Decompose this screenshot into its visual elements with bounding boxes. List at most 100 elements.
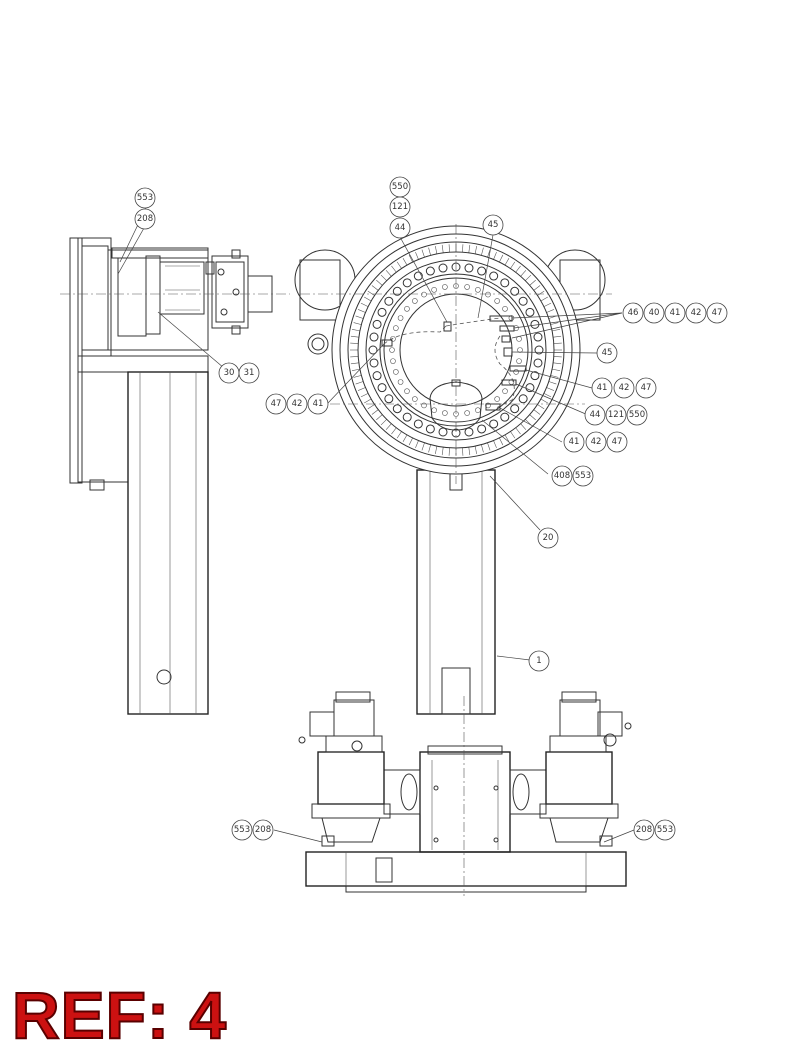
bolt-hole — [525, 307, 535, 317]
bolt-hole — [489, 271, 499, 281]
gear-tooth — [376, 414, 383, 421]
bolt-hole — [397, 379, 404, 385]
bolt-hole — [377, 307, 387, 317]
gear-tooth — [481, 444, 484, 453]
svg-text:42: 42 — [619, 383, 630, 393]
gear-tooth — [435, 446, 438, 455]
callout-31: 31 — [238, 362, 260, 384]
gear-tooth — [550, 375, 559, 378]
svg-text:31: 31 — [244, 368, 255, 378]
gear-tooth — [529, 414, 536, 421]
gear-tooth — [510, 431, 516, 439]
bolt-hole — [510, 286, 520, 296]
bolt-hole — [477, 266, 487, 276]
gear-tooth — [350, 362, 359, 365]
callout-553-bottom-left: 553 — [231, 819, 253, 841]
svg-text:121: 121 — [608, 410, 624, 420]
bolt-hole — [438, 263, 448, 273]
gear-tooth — [396, 261, 402, 269]
gear-tooth — [441, 447, 444, 456]
svg-text:41: 41 — [313, 399, 324, 409]
gear-tooth — [421, 442, 425, 451]
bolt-hole — [421, 291, 427, 298]
bolt-hole — [369, 332, 379, 342]
svg-text:550: 550 — [629, 410, 645, 420]
bolt-hole — [372, 371, 382, 381]
gear-tooth — [515, 265, 521, 273]
side-view — [60, 207, 290, 715]
gear-tooth — [415, 440, 419, 449]
bolt-hole — [510, 404, 520, 414]
gear-tooth — [350, 342, 359, 344]
bolt-hole — [404, 306, 410, 312]
bottom-view — [273, 691, 635, 896]
gear-tooth — [499, 437, 504, 446]
callout-47-b: 47 — [635, 377, 657, 399]
gear-tooth — [428, 247, 431, 256]
bolt-hole — [464, 410, 470, 416]
gear-tooth — [367, 404, 375, 410]
callout-42-left: 42 — [286, 393, 308, 415]
callout-47-left: 47 — [265, 393, 287, 415]
svg-text:553: 553 — [234, 825, 250, 835]
callout-40: 40 — [643, 302, 665, 324]
bolt-hole — [464, 284, 470, 290]
bolt-hole — [413, 271, 423, 281]
bolt-hole — [518, 296, 528, 306]
gear-tooth — [351, 368, 360, 371]
callout-46: 46 — [622, 302, 644, 324]
gear-tooth — [371, 409, 379, 415]
bolt-hole — [412, 298, 418, 304]
gear-tooth — [499, 254, 504, 263]
svg-text:553: 553 — [657, 825, 673, 835]
gear-tooth — [360, 302, 369, 307]
callout-41-a: 41 — [664, 302, 686, 324]
bolt-hole — [425, 266, 435, 276]
gear-tooth — [391, 265, 397, 273]
gear-tooth — [462, 244, 464, 253]
bolt-hole — [533, 332, 543, 342]
bolt-hole — [477, 424, 487, 434]
gear-tooth — [448, 447, 450, 456]
callout-20: 20 — [537, 527, 559, 549]
gear-tooth — [548, 381, 557, 385]
gear-tooth — [448, 244, 450, 253]
callout-47-a: 47 — [706, 302, 728, 324]
callout-44-right: 44 — [584, 404, 606, 426]
bolt-hole — [442, 284, 448, 290]
gear-tooth — [474, 245, 477, 254]
bolt-hole — [516, 358, 522, 364]
bolt-hole — [393, 325, 399, 331]
gear-tooth — [474, 446, 477, 455]
callout-45-right: 45 — [596, 342, 618, 364]
bolt-hole — [390, 358, 396, 364]
gear-tooth — [537, 404, 545, 410]
svg-text:1: 1 — [536, 656, 541, 666]
gear-tooth — [540, 296, 548, 302]
callout-42-a: 42 — [685, 302, 707, 324]
svg-text:20: 20 — [543, 533, 554, 543]
gear-tooth — [510, 261, 516, 269]
bolt-hole — [502, 388, 508, 394]
gear-tooth — [408, 254, 413, 263]
bolt-hole — [485, 291, 491, 298]
svg-text:40: 40 — [649, 308, 660, 318]
bolt-hole — [412, 396, 418, 402]
gear-tooth — [380, 274, 387, 281]
callout-121-top: 121 — [389, 196, 411, 218]
callout-208-bottom-right: 208 — [633, 819, 655, 841]
gear-tooth — [504, 434, 510, 442]
gear-tooth — [550, 322, 559, 325]
bolt-hole — [369, 358, 379, 368]
svg-text:41: 41 — [670, 308, 681, 318]
bolt-hole — [384, 394, 394, 404]
bolt-hole — [421, 402, 427, 409]
gear-tooth — [462, 447, 464, 456]
bolt-hole — [413, 419, 423, 429]
callout-41-left: 41 — [307, 393, 329, 415]
gear-tooth — [353, 322, 362, 325]
gear-tooth — [396, 431, 402, 439]
reference-label: REF: 4 — [11, 978, 228, 1052]
svg-text:208: 208 — [255, 825, 271, 835]
